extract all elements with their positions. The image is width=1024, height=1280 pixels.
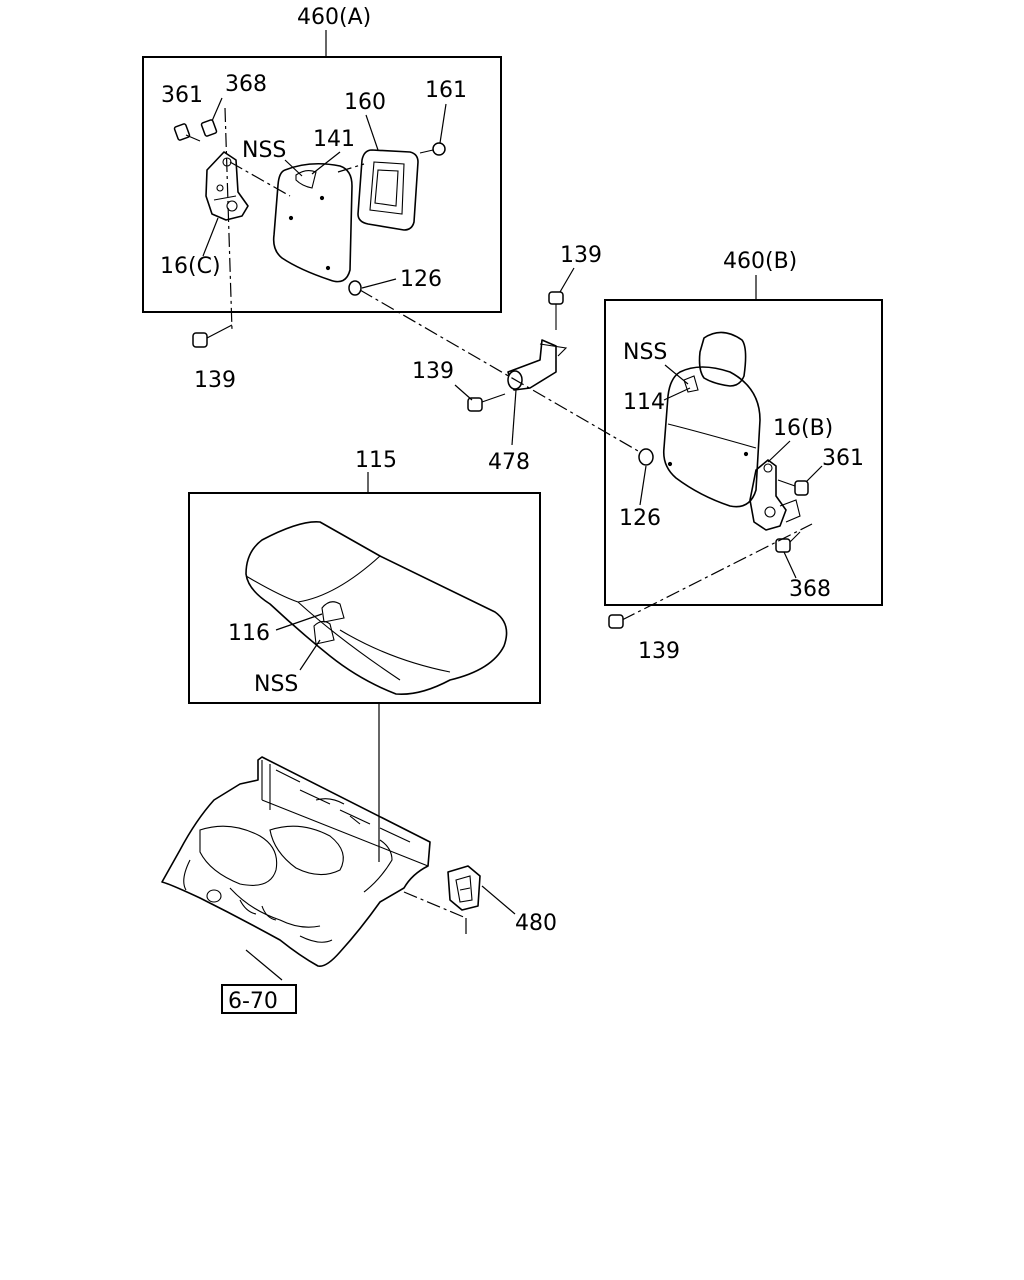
label-160: 160	[344, 90, 386, 115]
recliner-bracket-16b	[749, 459, 801, 531]
floor-panel-6-70	[161, 756, 431, 968]
label-16b: 16(B)	[773, 416, 833, 441]
label-139-a: 139	[194, 368, 236, 393]
label-126-a: 126	[400, 267, 442, 292]
seatback-panel-141	[272, 162, 353, 283]
label-460a: 460(A)	[297, 5, 371, 30]
cushion-115-group: 115 116 NSS	[188, 448, 541, 704]
label-480: 480	[515, 911, 557, 936]
label-139-b: 139	[638, 639, 680, 664]
label-361-a: 361	[161, 83, 203, 108]
label-460b: 460(B)	[723, 249, 797, 274]
label-161: 161	[425, 78, 467, 103]
bolt-139-a	[192, 324, 233, 348]
bushing-126-b	[638, 448, 654, 466]
label-126-b: 126	[619, 506, 661, 531]
label-6-70: 6-70	[228, 989, 278, 1014]
bolt-368-b	[775, 531, 801, 553]
seatback-114	[662, 331, 761, 508]
label-116: 116	[228, 621, 270, 646]
seat-cushion	[245, 521, 508, 696]
assembly-460a-group: 460(A) 361 368 16(C)	[142, 5, 502, 331]
label-nss-c: NSS	[254, 672, 298, 697]
label-139-left: 139	[412, 359, 454, 384]
label-115: 115	[355, 448, 397, 473]
bushing-126-a	[348, 280, 362, 296]
cushion-115-frame	[188, 492, 541, 704]
assembly-460a-frame	[142, 56, 502, 313]
label-nss-a: NSS	[242, 138, 286, 163]
bolt-139-left	[467, 393, 506, 412]
bolt-161	[419, 142, 446, 156]
clip-480	[447, 865, 481, 911]
assembly-460b-group: 460(B) NSS 114 16(B) 361	[604, 249, 883, 606]
bracket-478	[507, 339, 568, 391]
label-139-top: 139	[560, 243, 602, 268]
frame-160	[357, 149, 419, 231]
bolt-361-a	[173, 123, 201, 142]
label-368-b: 368	[789, 577, 831, 602]
bolt-361-b	[777, 479, 809, 496]
label-nss-b: NSS	[623, 340, 667, 365]
bolt-139-b	[608, 614, 624, 629]
label-368-a: 368	[225, 72, 267, 97]
ref-box-6-70: 6-70	[221, 984, 297, 1014]
assembly-460b-frame	[604, 299, 883, 606]
label-16c: 16(C)	[160, 254, 221, 279]
label-141: 141	[313, 127, 355, 152]
label-114: 114	[623, 390, 665, 415]
label-478: 478	[488, 450, 530, 475]
bolt-139-top	[548, 291, 564, 330]
bolt-368-a	[200, 119, 218, 137]
label-361-b: 361	[822, 446, 864, 471]
